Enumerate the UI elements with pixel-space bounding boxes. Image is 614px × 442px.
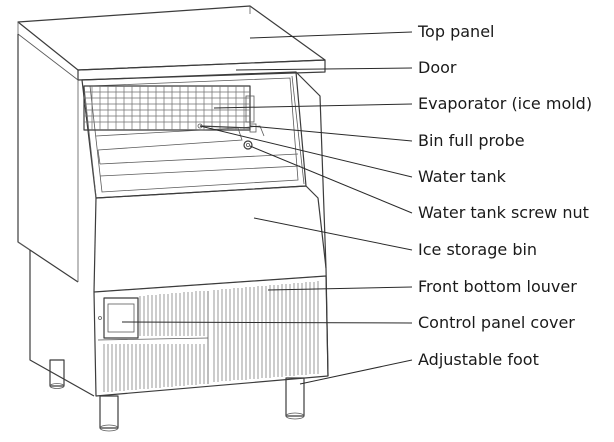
leader-bin-full-probe xyxy=(249,125,413,142)
leader-adjustable-foot xyxy=(299,359,413,385)
right-side-panel xyxy=(325,267,329,377)
leader-ice-storage-bin xyxy=(253,217,413,251)
front-bottom-louver-part xyxy=(93,275,329,397)
leader-control-panel-cover xyxy=(121,321,413,324)
label-top-panel: Top panel xyxy=(417,22,494,41)
label-water-tank: Water tank xyxy=(418,167,507,186)
label-control-panel-cover: Control panel cover xyxy=(418,313,575,332)
label-evaporator: Evaporator (ice mold) xyxy=(418,94,592,113)
ice-storage-bin-part xyxy=(93,71,327,293)
label-ice-storage-bin: Ice storage bin xyxy=(418,240,537,259)
callout-labels: Top panel Door Evaporator (ice mold) Bin… xyxy=(417,22,592,369)
label-front-bottom-louver: Front bottom louver xyxy=(418,277,577,296)
water-tank-part xyxy=(95,125,301,177)
louver-slats xyxy=(103,281,319,392)
label-water-tank-screw-nut: Water tank screw nut xyxy=(418,203,589,222)
leader-water-tank-screw-nut xyxy=(249,145,413,214)
water-tank-screw-nut-part xyxy=(243,140,253,150)
label-door: Door xyxy=(418,58,457,77)
leader-top-panel xyxy=(249,31,413,39)
top-panel-part xyxy=(17,5,326,81)
adjustable-foot-part xyxy=(49,359,305,432)
left-side-panel xyxy=(17,34,95,397)
leader-door xyxy=(235,67,413,71)
leader-water-tank xyxy=(199,125,413,178)
leader-lines xyxy=(121,31,413,385)
evaporator-part xyxy=(83,85,257,133)
label-adjustable-foot: Adjustable foot xyxy=(418,350,539,369)
leader-evaporator xyxy=(213,103,413,109)
leader-front-bottom-louver xyxy=(267,286,413,291)
control-panel-cover-part xyxy=(98,297,139,339)
label-bin-full-probe: Bin full probe xyxy=(418,131,525,150)
